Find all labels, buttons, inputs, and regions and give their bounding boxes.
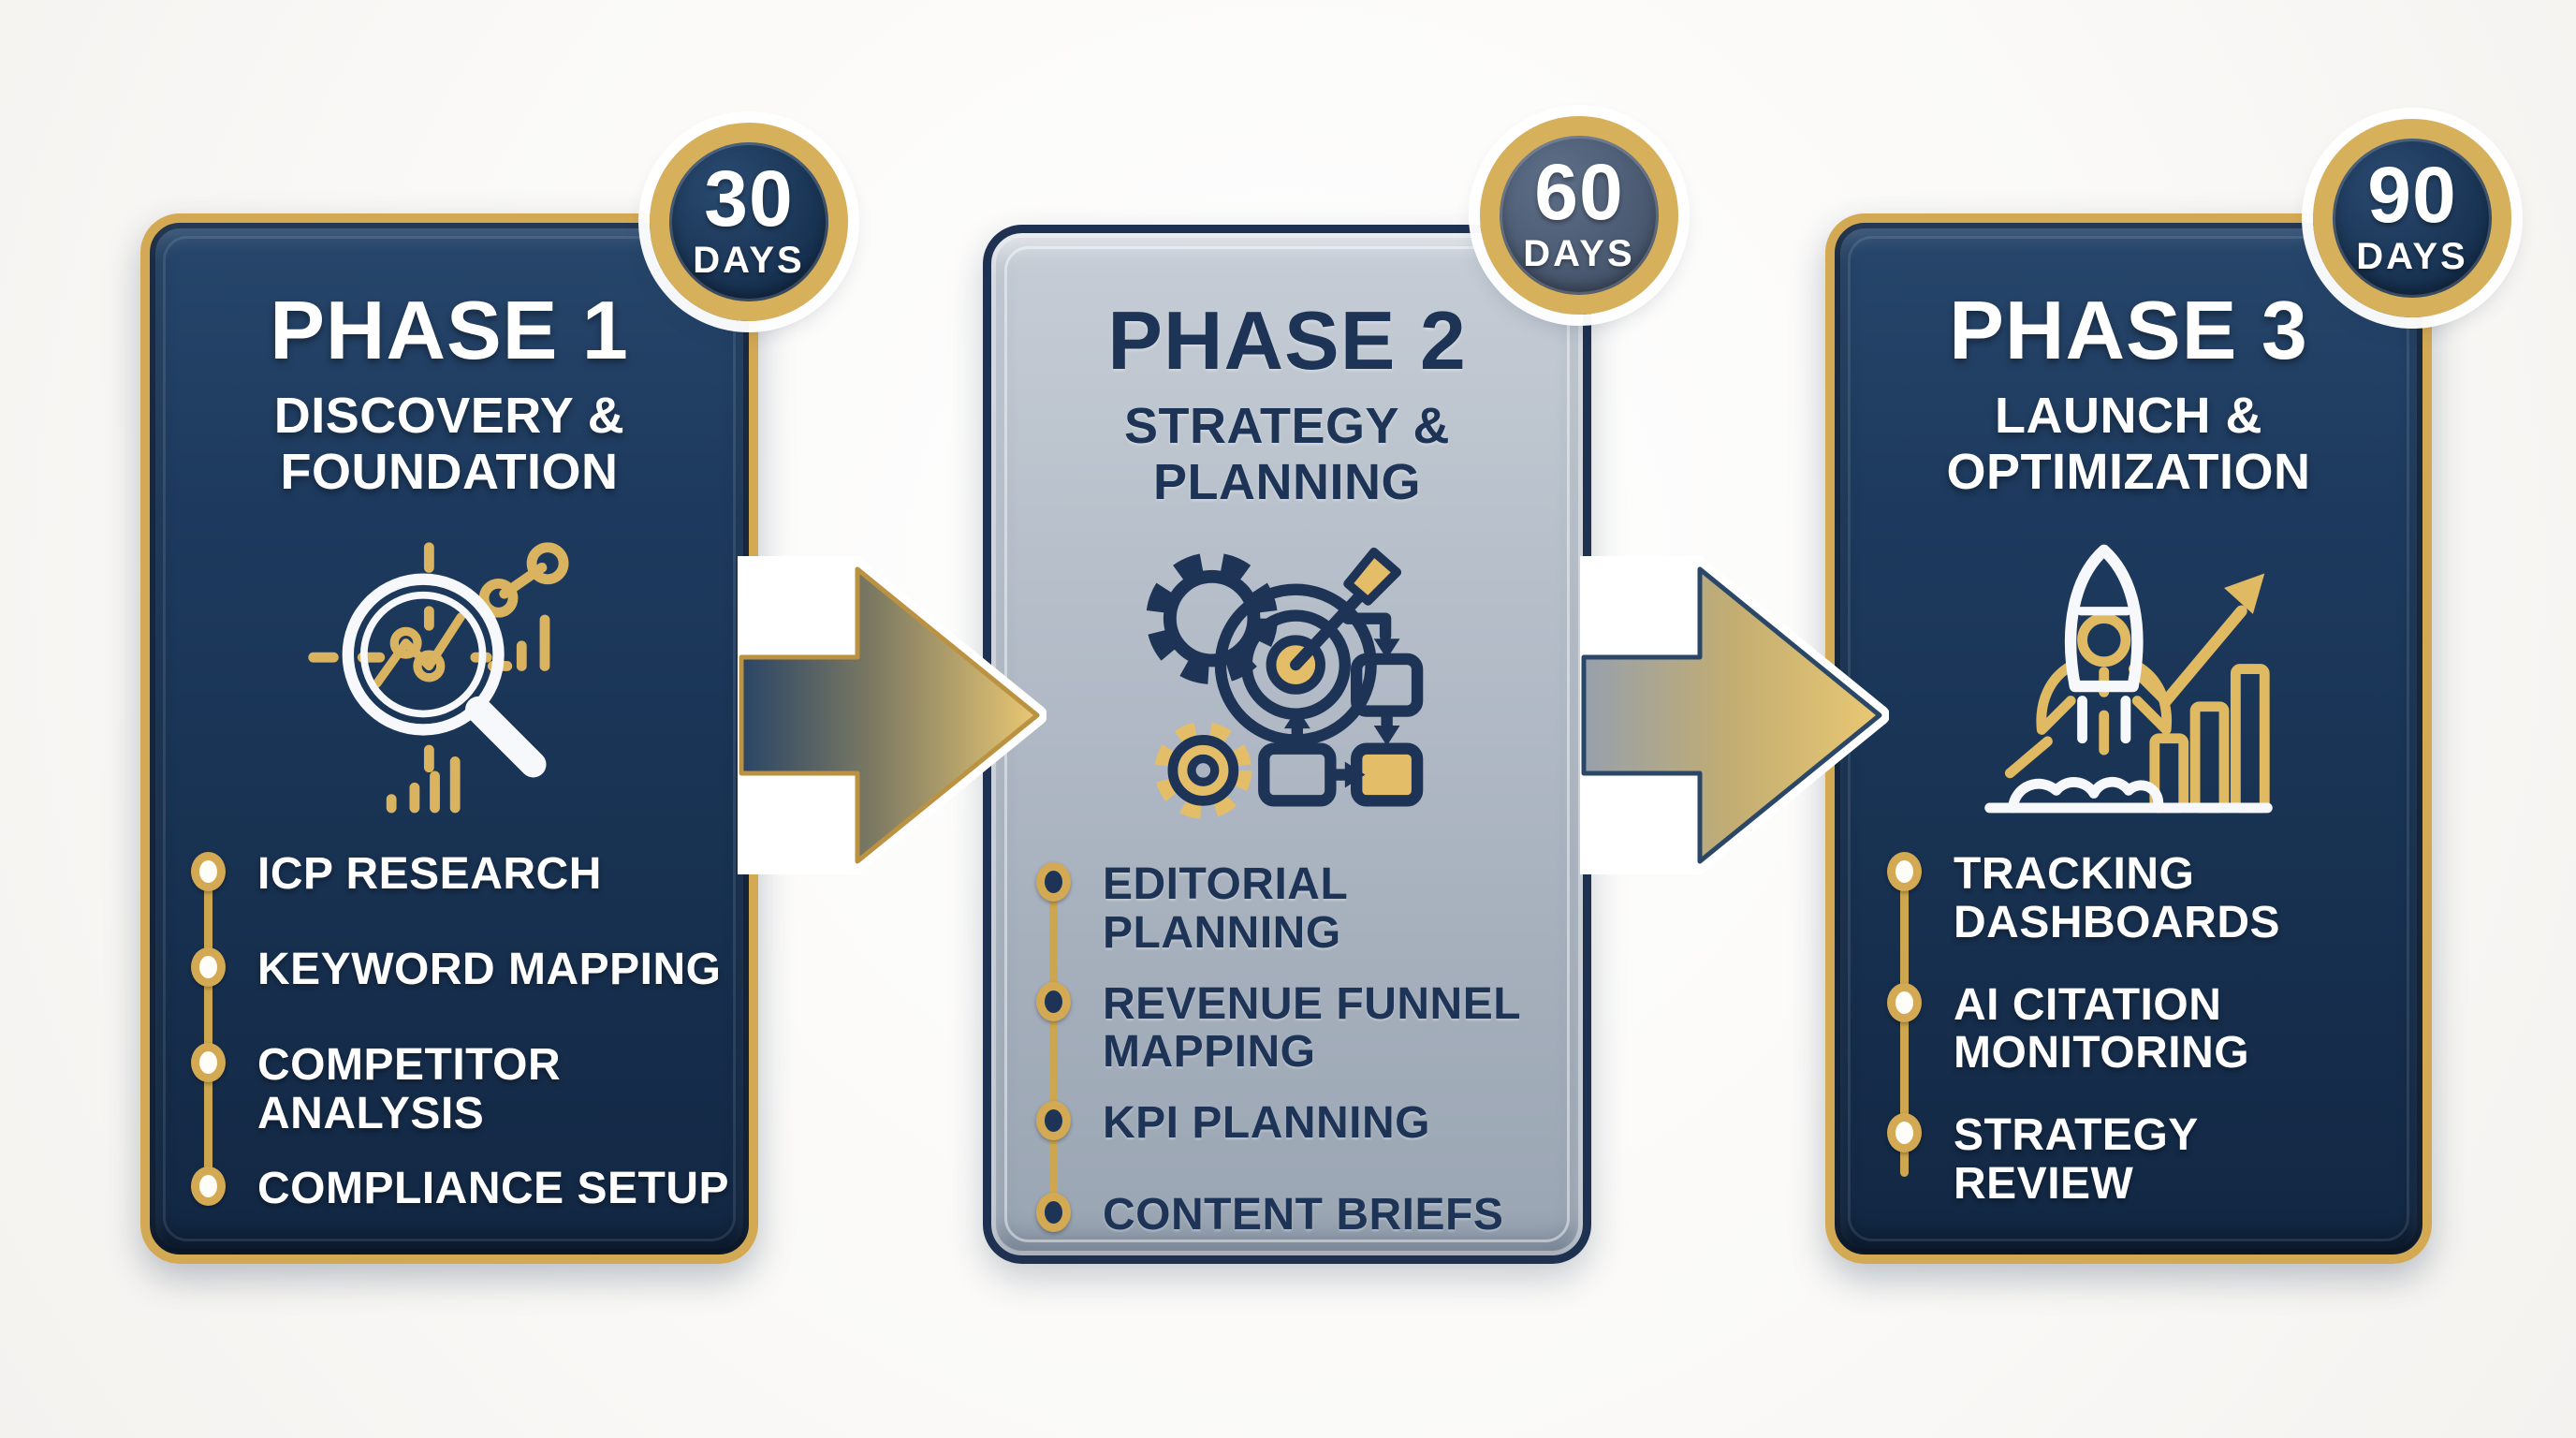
list-item-label: EDITORIAL PLANNING xyxy=(1103,859,1348,958)
bullet-dot xyxy=(191,852,226,891)
subtitle-line: OPTIMIZATION xyxy=(1946,444,2311,501)
list-item: TRACKING DASHBOARDS xyxy=(1887,837,2374,947)
phase-3-title: PHASE 3 xyxy=(1949,284,2308,376)
phase-1-title: PHASE 1 xyxy=(270,284,629,376)
phase-3-panel: PHASE 3 LAUNCH & OPTIMIZATION xyxy=(1825,213,2432,1264)
bullet-dot xyxy=(1887,982,1922,1022)
phase-2-title: PHASE 2 xyxy=(1107,294,1467,387)
list-item: COMPETITOR ANALYSIS xyxy=(191,1028,753,1138)
rocket-growth-chart-icon xyxy=(1984,544,2273,814)
bullet-dot xyxy=(1036,862,1071,902)
list-item: ICP RESEARCH xyxy=(191,837,753,919)
phase-3-days-badge: 90 DAYS xyxy=(2313,119,2511,317)
list-item: EDITORIAL PLANNING xyxy=(1036,847,1542,958)
days-unit: DAYS xyxy=(2356,236,2468,278)
bullet-dot xyxy=(191,947,226,987)
list-item: CONTENT BRIEFS xyxy=(1036,1178,1542,1260)
subtitle-line: STRATEGY & xyxy=(1123,398,1451,454)
days-value: 60 xyxy=(1534,147,1624,236)
list-item-label: COMPLIANCE SETUP xyxy=(257,1163,730,1213)
phase-1-panel: PHASE 1 DISCOVERY & FOUNDATION xyxy=(140,213,758,1264)
list-item-label: KEYWORD MAPPING xyxy=(257,945,722,994)
subtitle-line: DISCOVERY & xyxy=(273,388,625,444)
list-item-label: CONTENT BRIEFS xyxy=(1103,1190,1504,1240)
bullet-dot xyxy=(1887,1113,1922,1153)
list-item: AI CITATION MONITORING xyxy=(1887,968,2374,1078)
bullet-dot xyxy=(1887,852,1922,891)
list-item-label: STRATEGY REVIEW xyxy=(1954,1110,2198,1210)
days-value: 30 xyxy=(704,154,794,242)
list-item: COMPLIANCE SETUP xyxy=(191,1152,753,1234)
phase-1-days-badge: 30 DAYS xyxy=(650,123,848,321)
bullet-dot xyxy=(191,1043,226,1082)
list-item: REVENUE FUNNEL MAPPING xyxy=(1036,967,1542,1078)
arrow-right-connector xyxy=(1580,556,1889,874)
phase-3-subtitle: LAUNCH & OPTIMIZATION xyxy=(1863,388,2394,501)
list-item-label: AI CITATION MONITORING xyxy=(1954,979,2250,1078)
subtitle-line: FOUNDATION xyxy=(280,444,619,501)
list-item: KPI PLANNING xyxy=(1036,1086,1542,1168)
phase-2-task-list: EDITORIAL PLANNING REVENUE FUNNEL MAPPIN… xyxy=(1036,847,1542,1260)
list-item-label: COMPETITOR ANALYSIS xyxy=(257,1040,562,1138)
list-item: KEYWORD MAPPING xyxy=(191,932,753,1015)
days-unit: DAYS xyxy=(1523,233,1635,275)
list-item: STRATEGY REVIEW xyxy=(1887,1098,2374,1209)
magnifier-analytics-icon xyxy=(308,542,569,814)
phase-3-task-list: TRACKING DASHBOARDS AI CITATION MONITORI… xyxy=(1887,837,2374,1209)
bullet-dot xyxy=(191,1166,226,1206)
bullet-dot xyxy=(1036,1101,1071,1141)
target-gears-flowchart-icon xyxy=(1146,547,1424,819)
arrow-right-connector xyxy=(738,556,1046,874)
subtitle-line: PLANNING xyxy=(1153,454,1421,511)
timeline-connector xyxy=(1049,875,1058,1229)
phase-2-days-badge: 60 DAYS xyxy=(1480,116,1678,315)
phase-1-subtitle: DISCOVERY & FOUNDATION xyxy=(178,388,721,501)
list-item-label: TRACKING DASHBOARDS xyxy=(1954,849,2281,947)
bullet-dot xyxy=(1036,1193,1071,1233)
phase-1-task-list: ICP RESEARCH KEYWORD MAPPING COMPETITOR … xyxy=(191,837,753,1234)
list-item-label: ICP RESEARCH xyxy=(257,849,602,899)
subtitle-line: LAUNCH & xyxy=(1995,388,2262,444)
timeline-connector xyxy=(204,865,212,1202)
phase-2-panel: PHASE 2 STRATEGY & PLANNING xyxy=(983,225,1591,1264)
bullet-dot xyxy=(1036,981,1071,1021)
days-value: 90 xyxy=(2367,150,2457,239)
days-unit: DAYS xyxy=(693,240,805,282)
list-item-label: REVENUE FUNNEL MAPPING xyxy=(1103,978,1521,1078)
phase-2-subtitle: STRATEGY & PLANNING xyxy=(1019,398,1555,511)
list-item-label: KPI PLANNING xyxy=(1103,1098,1431,1149)
